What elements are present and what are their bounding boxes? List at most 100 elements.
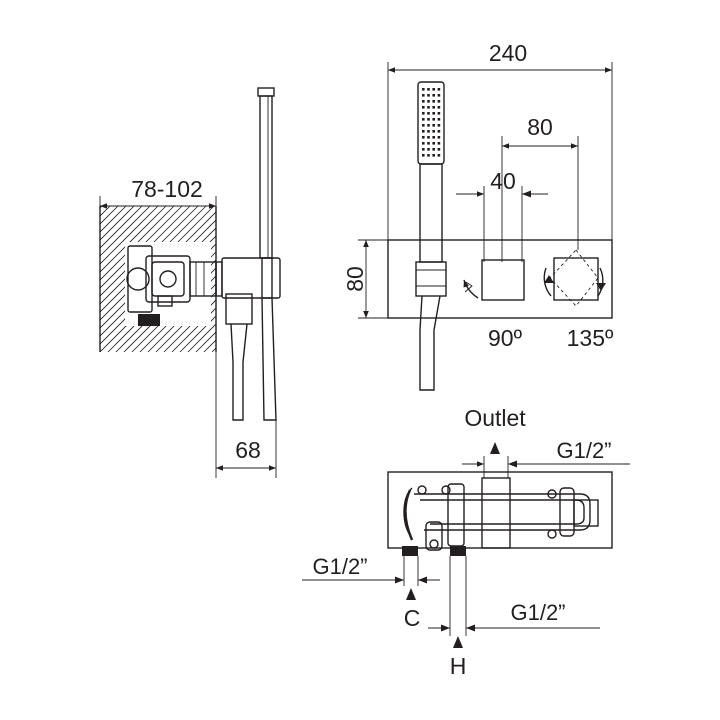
hatch-line — [147, 283, 216, 352]
diverter-handle — [463, 259, 525, 301]
spray-nozzle — [422, 154, 425, 157]
depth-range-label: 78-102 — [131, 176, 203, 202]
spray-nozzle — [437, 106, 441, 109]
hand-shower-side — [257, 87, 277, 421]
spray-nozzle — [432, 124, 435, 127]
spray-nozzle — [422, 136, 425, 139]
spray-nozzle — [422, 100, 425, 103]
hot-mark: H — [450, 653, 467, 679]
spray-nozzle — [422, 118, 425, 121]
dimension-projection: 68 — [215, 352, 277, 478]
hatch-line — [100, 206, 191, 297]
spray-nozzle — [437, 112, 441, 115]
hot-arrow — [453, 636, 463, 648]
spray-nozzle — [427, 88, 430, 91]
spray-nozzle — [427, 142, 430, 145]
rotation-right-label: 135º — [567, 325, 614, 351]
spray-nozzle — [427, 154, 430, 157]
bottom-view: Outlet G1/2” G1/2” C — [302, 405, 630, 679]
hatch-line — [100, 206, 167, 273]
side-view: 78-102 68 — [0, 87, 281, 478]
spray-nozzle — [432, 106, 435, 109]
spray-nozzle — [432, 112, 435, 115]
outlet-thread-label: G1/2” — [556, 438, 611, 463]
cold-arrow — [406, 588, 416, 600]
outlet-label: Outlet — [464, 405, 526, 431]
hatch-line — [187, 323, 216, 352]
spray-nozzle — [437, 118, 441, 121]
spray-nozzle — [422, 142, 425, 145]
spray-nozzle — [422, 112, 425, 115]
outlet-arrow — [490, 442, 500, 454]
spray-nozzle — [427, 100, 430, 103]
hand-shower-front — [415, 81, 447, 391]
spray-nozzle — [432, 148, 435, 151]
spray-nozzle — [437, 154, 441, 157]
spray-nozzle — [427, 118, 430, 121]
hatch-line — [100, 206, 183, 289]
spray-nozzle — [427, 130, 430, 133]
hatch-line — [179, 315, 216, 352]
hatch-line — [195, 331, 216, 352]
concealed-valve-body — [126, 245, 217, 326]
concealed-valve-top — [402, 477, 599, 556]
rotation-left-label: 90º — [488, 325, 523, 351]
hatch-line — [171, 307, 216, 352]
spray-nozzle — [432, 130, 435, 133]
cold-inlet-callout: G1/2” C — [302, 554, 440, 631]
hot-thread-label: G1/2” — [510, 600, 565, 625]
hatch-line — [155, 291, 216, 352]
hatch-line — [163, 299, 216, 352]
hatch-line — [100, 206, 135, 241]
hatch-line — [100, 206, 175, 281]
projection-label: 68 — [235, 437, 261, 463]
plate-height-label: 80 — [342, 266, 368, 292]
spray-nozzle — [427, 106, 430, 109]
hatch-line — [100, 206, 127, 233]
dimension-overall-width: 240 — [387, 40, 613, 240]
spray-nozzle — [427, 94, 430, 97]
hatch-line — [203, 339, 216, 352]
wall-plate-front — [387, 239, 613, 319]
spray-nozzle — [427, 136, 430, 139]
spray-nozzle — [422, 148, 425, 151]
overall-width-label: 240 — [489, 40, 527, 66]
wall-cavity — [125, 242, 211, 326]
spray-nozzle — [437, 124, 441, 127]
hot-inlet-callout: G1/2” H — [428, 556, 600, 679]
valve-spacing-label: 80 — [527, 114, 553, 140]
spray-nozzle — [427, 148, 430, 151]
hatch-line — [0, 206, 94, 352]
cold-mark: C — [404, 605, 421, 631]
hatch-line — [100, 206, 143, 249]
spray-nozzle — [432, 88, 435, 91]
wall-plate-side — [215, 257, 281, 421]
spray-nozzle — [437, 148, 441, 151]
spray-nozzle — [422, 124, 425, 127]
spray-nozzle — [437, 130, 441, 133]
spray-nozzle — [422, 88, 425, 91]
spray-nozzle — [427, 112, 430, 115]
spray-nozzle — [432, 118, 435, 121]
spray-nozzle — [422, 130, 425, 133]
hatch-line — [100, 206, 111, 217]
hatch-line — [0, 206, 86, 352]
spray-nozzle — [432, 136, 435, 139]
spray-nozzle — [422, 94, 425, 97]
dimension-plate-height: 80 — [342, 239, 388, 319]
hatch-line — [139, 275, 216, 352]
spray-nozzle — [427, 124, 430, 127]
dimension-depth: 78-102 — [99, 176, 217, 256]
spray-nozzle — [432, 142, 435, 145]
spray-nozzle — [432, 94, 435, 97]
valve-plate-bottom — [387, 471, 613, 549]
dimension-valve-spacing: 80 — [501, 114, 579, 262]
spray-nozzle — [432, 154, 435, 157]
dimension-valve-width: 40 — [456, 168, 548, 262]
mixer-handle — [543, 249, 606, 307]
front-view: 240 80 40 80 90º 135º — [342, 40, 614, 391]
hatch-line — [211, 347, 216, 352]
valve-width-label: 40 — [490, 168, 516, 194]
spray-nozzle — [437, 142, 441, 145]
